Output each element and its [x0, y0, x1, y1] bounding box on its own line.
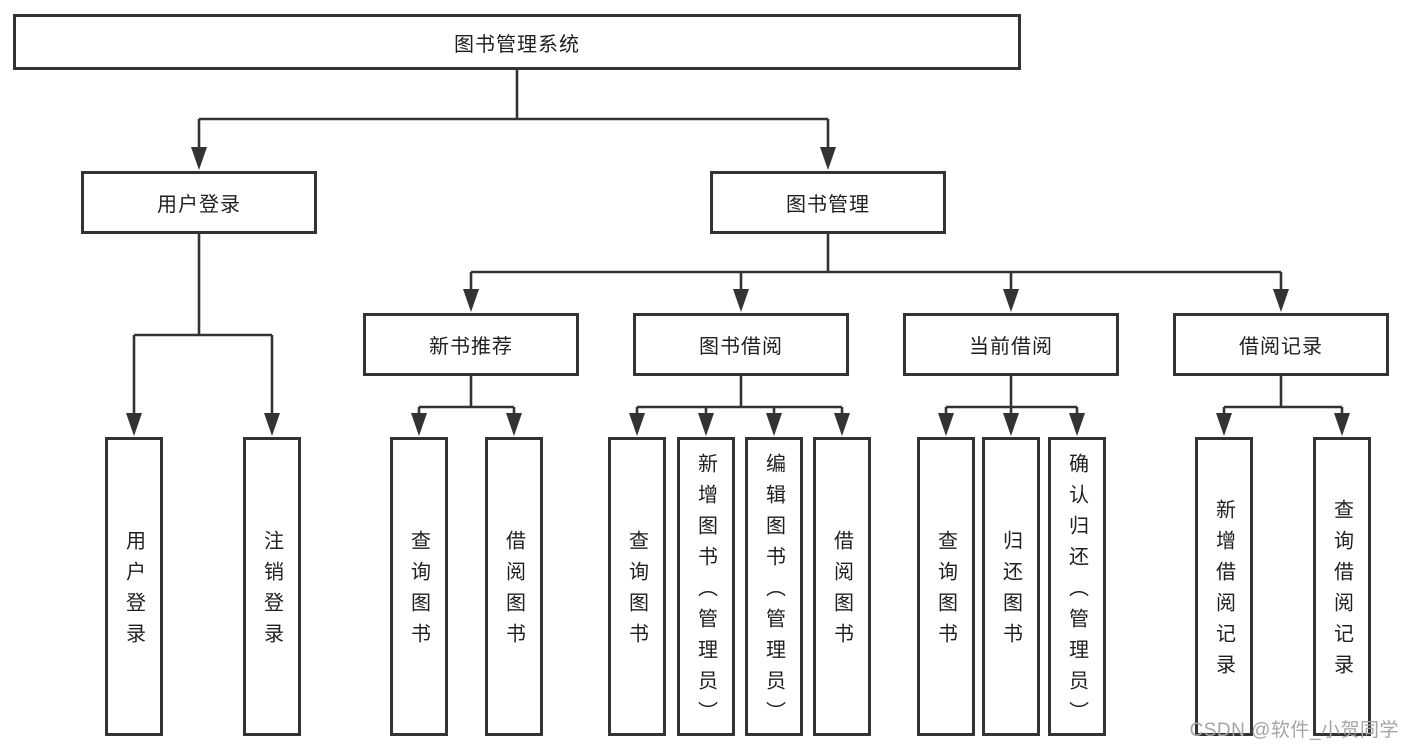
leaf-confirm-return-admin: 确认归还（管理员） — [1048, 437, 1106, 736]
leaf-query-books: 查询图书 — [608, 437, 666, 736]
node-new-book-recommend: 新书推荐 — [363, 313, 579, 376]
leaf-logout: 注销登录 — [243, 437, 301, 736]
node-label: 新增借阅记录 — [1212, 499, 1235, 685]
node-label: 用户登录 — [122, 530, 145, 654]
leaf-return-books: 归还图书 — [982, 437, 1040, 736]
node-label: 图书借阅 — [699, 336, 783, 358]
node-borrow-records: 借阅记录 — [1173, 313, 1389, 376]
node-label: 查询图书 — [407, 530, 430, 654]
leaf-borrow-books: 借阅图书 — [485, 437, 543, 736]
leaf-add-books-admin: 新增图书（管理员） — [677, 437, 735, 736]
arrowheads — [126, 147, 1350, 436]
node-label: 用户登录 — [157, 194, 241, 216]
node-label: 确认归还（管理员） — [1065, 452, 1088, 732]
node-label: 注销登录 — [260, 530, 283, 654]
leaf-query-borrow-record: 查询借阅记录 — [1313, 437, 1371, 736]
leaf-query-books: 查询图书 — [390, 437, 448, 736]
node-label: 查询图书 — [625, 530, 648, 654]
node-library-management-system: 图书管理系统 — [13, 14, 1021, 70]
node-label: 新增图书（管理员） — [694, 452, 717, 732]
leaf-query-books: 查询图书 — [917, 437, 975, 736]
leaf-add-borrow-record: 新增借阅记录 — [1195, 437, 1253, 736]
leaf-edit-books-admin: 编辑图书（管理员） — [745, 437, 803, 736]
node-label: 当前借阅 — [969, 336, 1053, 358]
node-label: 借阅图书 — [502, 530, 525, 654]
node-label: 归还图书 — [999, 530, 1022, 654]
csdn-watermark: CSDN @软件_小贺同学 — [1189, 720, 1399, 741]
node-label: 新书推荐 — [429, 336, 513, 358]
node-label: 图书管理系统 — [454, 33, 580, 56]
node-label: 借阅图书 — [830, 530, 853, 654]
leaf-borrow-books: 借阅图书 — [813, 437, 871, 736]
node-label: 查询借阅记录 — [1330, 499, 1353, 685]
node-label: 借阅记录 — [1239, 336, 1323, 358]
node-book-borrow: 图书借阅 — [633, 313, 849, 376]
node-book-management: 图书管理 — [710, 171, 946, 234]
node-label: 查询图书 — [934, 530, 957, 654]
leaf-user-login: 用户登录 — [105, 437, 163, 736]
node-user-login: 用户登录 — [81, 171, 317, 234]
node-label: 编辑图书（管理员） — [762, 452, 785, 732]
node-current-borrow: 当前借阅 — [903, 313, 1119, 376]
node-label: 图书管理 — [786, 194, 870, 216]
